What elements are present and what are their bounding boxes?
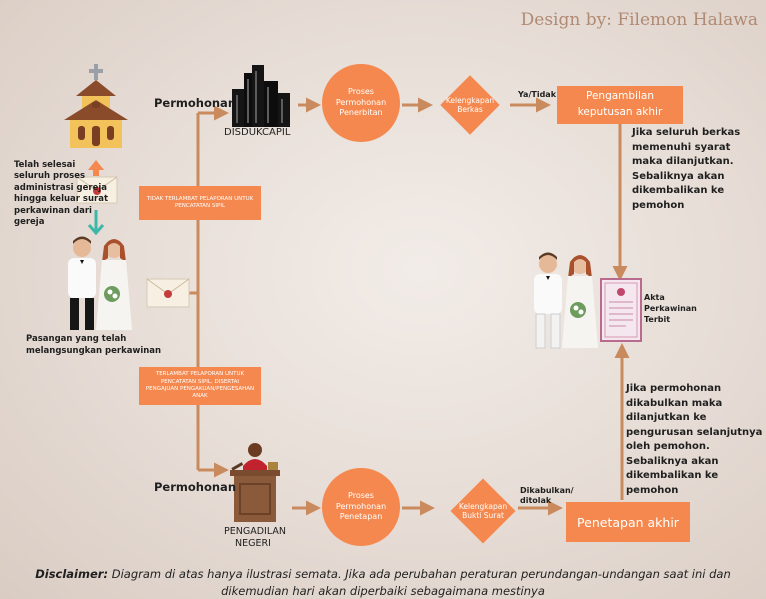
note-on-time: TIDAK TERLAMBAT PELAPORAN UNTUK PENCATAT… <box>139 186 261 220</box>
decision-label-top: Ya/Tidak <box>518 90 557 99</box>
decision-label-bottom: Dikabulkan/ ditolak <box>520 486 574 506</box>
result-box-top: Pengambilan keputusan akhir <box>557 86 683 124</box>
disclaimer-label: Disclaimer: <box>35 567 109 581</box>
certificate-icon <box>600 278 642 342</box>
disclaimer-line-1: Disclaimer: Diagram di atas hanya ilustr… <box>0 566 766 583</box>
couple-text: Pasangan yang telah melangsungkan perkaw… <box>26 334 162 356</box>
disclaimer-text-2: dikemudian hari akan diperbaiki sebagaim… <box>221 583 545 598</box>
process-circle-top: Proses Permohonan Penerbitan <box>322 64 400 142</box>
diamond-label: Kelengkapan Bukti Surat <box>458 501 508 520</box>
envelope-icon <box>146 278 190 308</box>
bottom-permohonan-label: Permohonan <box>154 480 237 494</box>
church-process-text: Telah selesai seluruh proses administras… <box>14 160 109 228</box>
explanation-top: Jika seluruh berkas memenuhi syarat maka… <box>632 127 741 211</box>
orange-arrow-up <box>88 160 104 176</box>
judge-podium-icon <box>230 443 280 522</box>
church-icon <box>64 64 128 148</box>
disclaimer-text-1: Diagram di atas hanya ilustrasi semata. … <box>108 567 731 581</box>
disdukcapil-label: DISDUKCAPIL <box>224 127 291 138</box>
explanation-bottom: Jika permohonan dikabulkan maka dilanjut… <box>626 383 763 496</box>
designer-credit: Design by: Filemon Halawa <box>520 10 758 30</box>
couple-icon <box>68 236 132 330</box>
couple-icon <box>534 252 598 349</box>
teal-arrow-down <box>87 210 105 236</box>
note-late: TERLAMBAT PELAPORAN UNTUK PENCATATAN SIP… <box>139 367 261 405</box>
envelope-icon <box>76 176 118 204</box>
certificate-label: Akta Perkawinan Terbit <box>644 293 697 325</box>
building-icon <box>232 65 290 127</box>
check-diamond-top: Kelengkapan Berkas <box>440 75 500 135</box>
diamond-label: Kelengkapan Berkas <box>445 95 495 114</box>
process-circle-bottom: Proses Permohonan Penetapan <box>322 468 400 546</box>
disclaimer: Disclaimer: Diagram di atas hanya ilustr… <box>0 566 766 599</box>
result-box-bottom: Penetapan akhir <box>566 502 690 542</box>
top-permohonan-label: Permohonan <box>154 96 237 110</box>
check-diamond-bottom: Kelengkapan Bukti Surat <box>450 478 516 544</box>
court-label: PENGADILAN NEGERI <box>224 526 286 550</box>
